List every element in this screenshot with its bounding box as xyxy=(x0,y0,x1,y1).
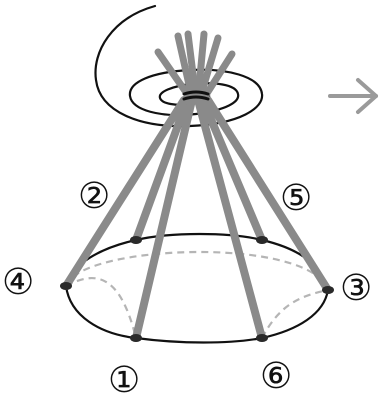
arrow-right-icon xyxy=(330,80,376,112)
foot-6 xyxy=(256,334,268,342)
base-back-dashed xyxy=(66,252,328,290)
foot-3 xyxy=(322,286,334,294)
label-pole-4: ④ xyxy=(2,262,34,303)
label-pole-3: ③ xyxy=(340,268,372,309)
foot-1 xyxy=(130,334,142,342)
base-front-dashed-right xyxy=(262,290,328,338)
label-pole-6: ⑥ xyxy=(260,356,292,397)
label-pole-5: ⑤ xyxy=(280,178,312,219)
foot-4 xyxy=(60,282,72,290)
base-front-solid xyxy=(66,286,328,343)
base-circle xyxy=(66,234,328,343)
foot-2 xyxy=(130,236,142,244)
label-pole-2: ② xyxy=(78,176,110,217)
foot-5 xyxy=(256,236,268,244)
label-pole-1: ① xyxy=(108,360,140,401)
